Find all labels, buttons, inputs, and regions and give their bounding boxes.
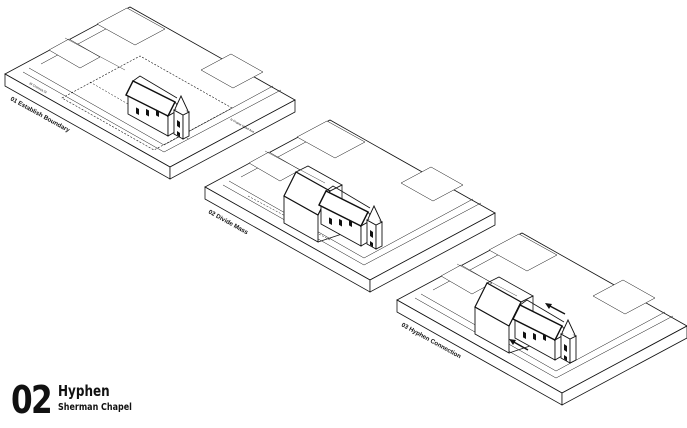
step-1-diagram: W Chelsea St N Prairie Road Ave 01 Estab…: [4, 6, 296, 180]
step-2-diagram: 02 Divide Mass: [204, 119, 496, 293]
arrow-left-icon: [509, 339, 529, 351]
boundary-dashed-line: [61, 55, 233, 151]
section-subtitle: Sherman Chapel: [58, 402, 132, 413]
step-3-diagram: 03 Hyphen Connection: [396, 232, 687, 406]
section-number: 02: [11, 378, 53, 422]
arrow-left-icon: [545, 303, 566, 315]
section-title: Hyphen: [58, 382, 110, 400]
